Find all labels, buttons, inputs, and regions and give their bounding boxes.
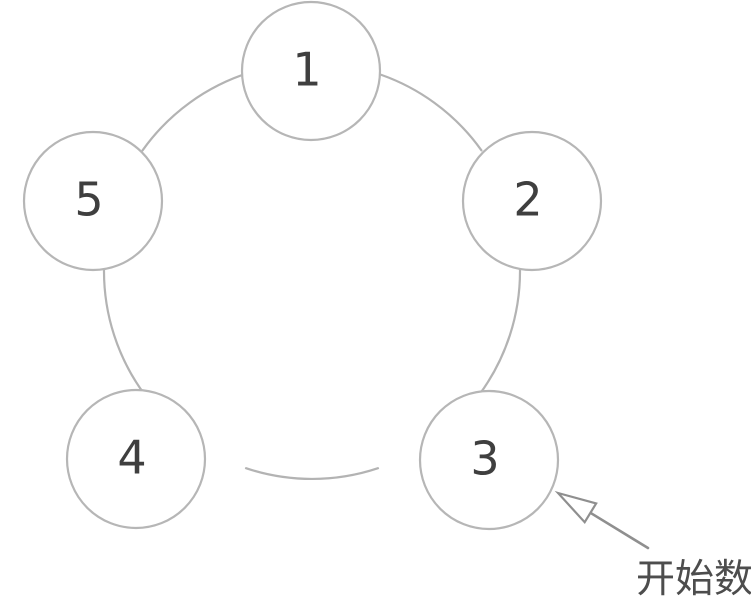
annotation-label: 开始数 [636, 557, 751, 602]
node-group: 1 2 3 4 5 [22, 0, 603, 531]
node-5-circle[interactable] [22, 130, 164, 272]
node-3-label: 3 [470, 432, 499, 486]
arc-node3-node4 [244, 467, 380, 481]
node-1[interactable]: 1 [240, 0, 382, 142]
node-3-circle[interactable] [418, 389, 560, 531]
arc-node1-node2 [373, 71, 483, 152]
node-4-circle[interactable] [65, 388, 207, 530]
arc-node4-node5 [102, 268, 146, 396]
annotation-arrow-shaft [589, 511, 650, 550]
node-4-label: 4 [117, 431, 146, 485]
node-1-circle[interactable] [240, 0, 382, 142]
node-2[interactable]: 2 [461, 130, 603, 272]
node-3[interactable]: 3 [418, 389, 560, 531]
node-2-label: 2 [513, 173, 542, 227]
ring-arc-group [102, 71, 522, 481]
start-pointer-annotation: 开始数 [554, 490, 751, 602]
node-4[interactable]: 4 [65, 388, 207, 530]
annotation-arrow-head-icon [554, 490, 598, 525]
node-5[interactable]: 5 [22, 130, 164, 272]
node-5-label: 5 [74, 173, 103, 227]
arc-node5-node1 [141, 71, 251, 152]
node-2-circle[interactable] [461, 130, 603, 272]
node-1-label: 1 [292, 43, 321, 97]
arc-node2-node3 [478, 268, 522, 396]
